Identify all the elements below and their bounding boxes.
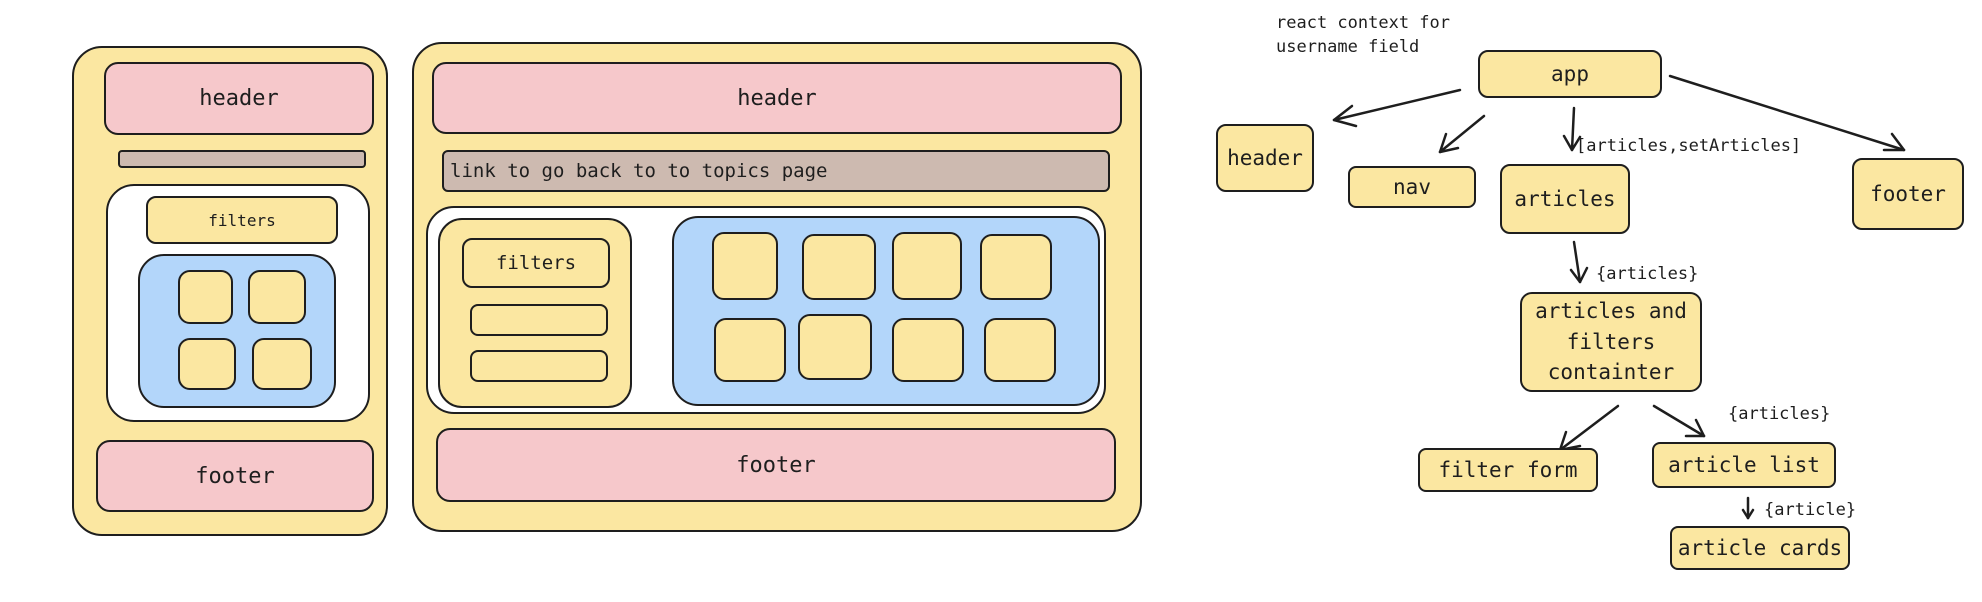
tree-node-footer-label: footer xyxy=(1870,181,1946,206)
arrow-app-header xyxy=(1332,88,1462,122)
tree-node-article-list-label: article list xyxy=(1668,452,1820,477)
mobile-header-label: header xyxy=(199,86,279,111)
desktop-card xyxy=(984,318,1056,382)
desktop-card xyxy=(714,318,786,382)
desktop-footer-label: footer xyxy=(736,452,816,478)
mobile-filters: filters xyxy=(146,196,338,244)
tree-node-articles: articles xyxy=(1500,164,1630,234)
desktop-card xyxy=(892,232,962,300)
desktop-filters: filters xyxy=(462,238,610,288)
desktop-filters-label: filters xyxy=(495,252,577,274)
arrow-app-articles xyxy=(1570,106,1576,152)
desktop-filter-field xyxy=(470,350,608,382)
desktop-filter-field xyxy=(470,304,608,336)
tree-node-footer: footer xyxy=(1852,158,1964,230)
list-prop-label: {articles} xyxy=(1728,404,1831,424)
tree-node-header: header xyxy=(1216,124,1314,192)
mobile-nav-bar xyxy=(118,150,366,168)
arrow-container-filterform xyxy=(1558,404,1620,452)
arrow-app-footer xyxy=(1668,74,1906,152)
tree-node-articles-label: articles xyxy=(1514,186,1616,211)
mobile-filters-label: filters xyxy=(208,210,276,230)
tree-node-header-label: header xyxy=(1227,145,1303,170)
mobile-footer: footer xyxy=(96,440,374,512)
tree-node-article-cards-label: article cards xyxy=(1677,535,1843,560)
mobile-footer-label: footer xyxy=(195,463,275,489)
desktop-header-label: header xyxy=(737,85,817,111)
mobile-card xyxy=(178,338,236,390)
tree-node-filter-form: filter form xyxy=(1418,448,1598,492)
tree-node-article-cards: article cards xyxy=(1670,526,1850,570)
tree-node-nav: nav xyxy=(1348,166,1476,208)
mobile-card xyxy=(178,270,233,324)
mobile-header: header xyxy=(104,62,374,135)
articles-prop-label: {articles} xyxy=(1596,264,1699,284)
arrow-container-articlelist xyxy=(1652,404,1706,438)
desktop-back-link-label: link to go back to to topics page xyxy=(450,160,828,182)
tree-node-article-list: article list xyxy=(1652,442,1836,488)
tree-node-app-label: app xyxy=(1551,61,1589,86)
context-note: react context for username field xyxy=(1276,13,1450,57)
desktop-card xyxy=(798,314,872,380)
tree-node-container: articles and filters containter xyxy=(1520,292,1702,392)
desktop-card xyxy=(802,234,876,300)
mobile-card xyxy=(252,338,312,390)
card-prop-label: {article} xyxy=(1764,500,1857,520)
arrow-articles-container xyxy=(1572,240,1582,284)
desktop-footer: footer xyxy=(436,428,1116,502)
arrow-app-nav xyxy=(1438,114,1486,154)
desktop-header: header xyxy=(432,62,1122,134)
articles-state-label: [articles,setArticles] xyxy=(1576,136,1802,156)
desktop-card xyxy=(892,318,964,382)
tree-node-nav-label: nav xyxy=(1393,174,1431,199)
desktop-card xyxy=(712,232,778,300)
mobile-card xyxy=(248,270,306,324)
desktop-back-link: link to go back to to topics page xyxy=(442,150,1110,192)
desktop-card xyxy=(980,234,1052,300)
tree-node-app: app xyxy=(1478,50,1662,98)
tree-node-filter-form-label: filter form xyxy=(1438,457,1578,482)
tree-node-container-label: articles and filters containter xyxy=(1535,299,1687,385)
